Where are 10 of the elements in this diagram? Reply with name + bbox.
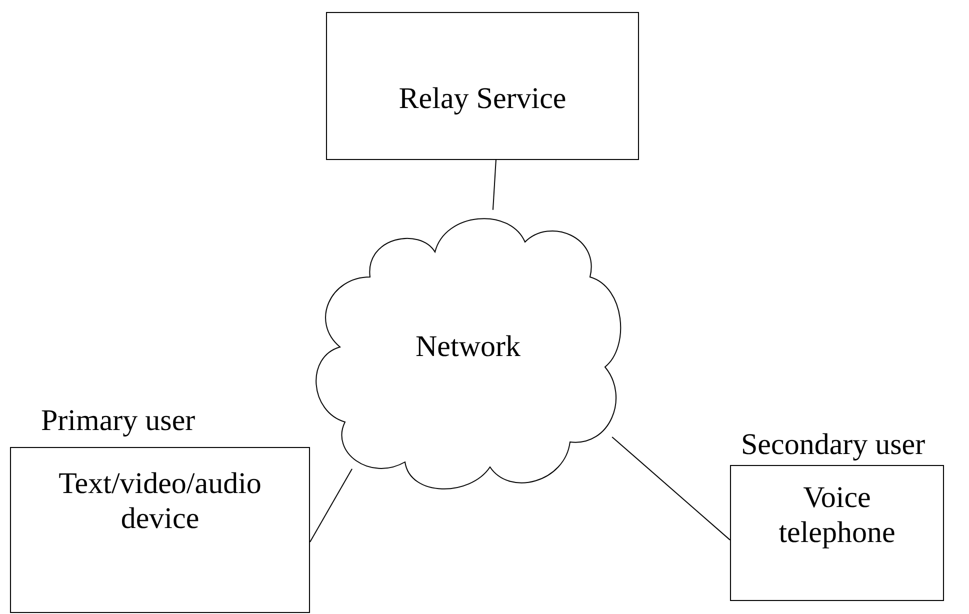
- connector-line: [612, 436, 730, 540]
- process-box: [326, 12, 639, 160]
- node-label: Relay Service: [398, 81, 568, 116]
- connector-line: [492, 160, 496, 210]
- node-label: Network: [414, 329, 522, 364]
- user-heading: Primary user: [41, 406, 196, 436]
- user-heading: Secondary user: [741, 430, 926, 460]
- connector-line: [310, 468, 353, 542]
- node-label: Voice telephone: [778, 480, 896, 550]
- node-label: Text/video/audio device: [58, 466, 262, 536]
